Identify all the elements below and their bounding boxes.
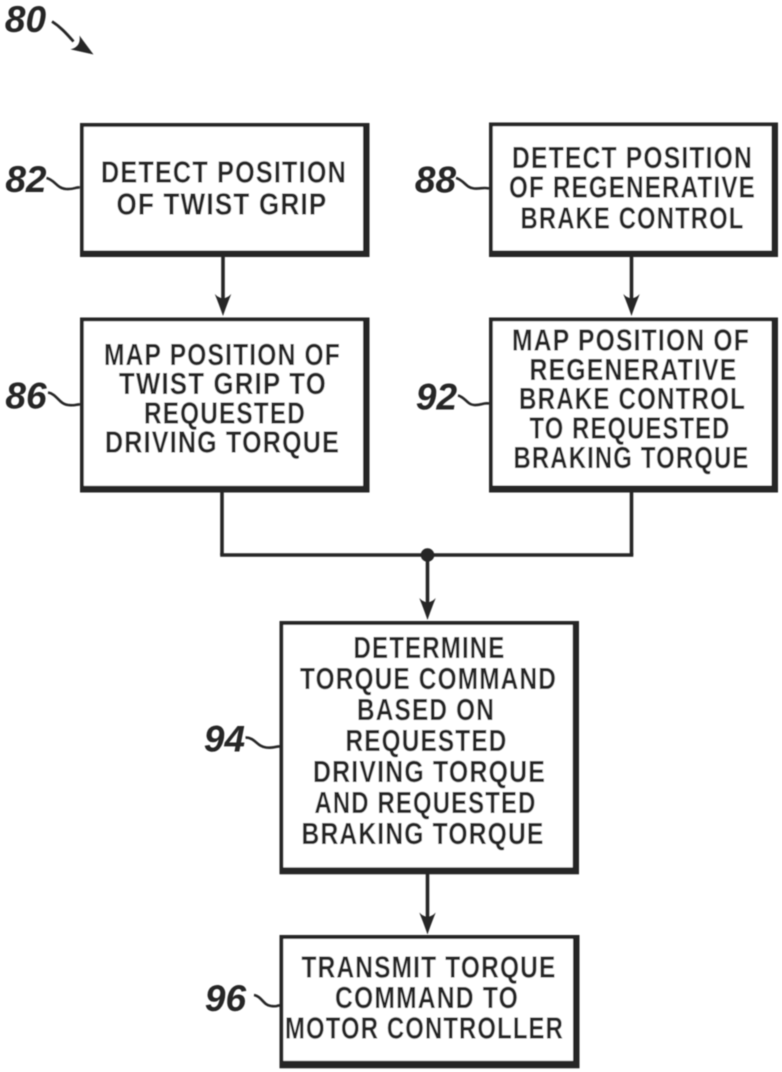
svg-text:DETECT POSITION: DETECT POSITION bbox=[101, 155, 347, 190]
svg-text:BRAKE CONTROL: BRAKE CONTROL bbox=[519, 381, 746, 416]
svg-text:DRIVING TORQUE: DRIVING TORQUE bbox=[105, 425, 340, 460]
svg-text:REGENERATIVE: REGENERATIVE bbox=[530, 352, 738, 387]
svg-text:OF REGENERATIVE: OF REGENERATIVE bbox=[509, 170, 756, 205]
svg-text:BRAKING TORQUE: BRAKING TORQUE bbox=[302, 816, 545, 851]
svg-text:92: 92 bbox=[416, 377, 458, 418]
svg-text:AND REQUESTED: AND REQUESTED bbox=[315, 785, 537, 820]
svg-text:REQUESTED: REQUESTED bbox=[346, 723, 508, 758]
svg-text:MOTOR CONTROLLER: MOTOR CONTROLLER bbox=[285, 1011, 564, 1046]
svg-text:DETERMINE: DETERMINE bbox=[354, 630, 506, 665]
svg-text:TRANSMIT TORQUE: TRANSMIT TORQUE bbox=[302, 950, 557, 985]
svg-text:TWIST GRIP TO: TWIST GRIP TO bbox=[119, 366, 327, 401]
svg-text:TO REQUESTED: TO REQUESTED bbox=[530, 411, 731, 446]
svg-text:COMMAND TO: COMMAND TO bbox=[335, 980, 519, 1015]
svg-text:BASED ON: BASED ON bbox=[357, 692, 495, 727]
svg-text:TORQUE COMMAND: TORQUE COMMAND bbox=[300, 661, 557, 696]
svg-text:96: 96 bbox=[205, 978, 247, 1019]
svg-text:REQUESTED: REQUESTED bbox=[144, 396, 306, 431]
svg-text:MAP POSITION OF: MAP POSITION OF bbox=[512, 323, 750, 358]
svg-text:BRAKE CONTROL: BRAKE CONTROL bbox=[521, 200, 745, 235]
svg-text:94: 94 bbox=[204, 719, 245, 760]
svg-text:86: 86 bbox=[5, 376, 47, 417]
svg-text:MAP POSITION OF: MAP POSITION OF bbox=[104, 337, 341, 372]
svg-text:80: 80 bbox=[5, 0, 47, 40]
svg-text:DETECT POSITION: DETECT POSITION bbox=[512, 140, 753, 175]
svg-text:82: 82 bbox=[5, 159, 47, 200]
svg-text:DRIVING TORQUE: DRIVING TORQUE bbox=[313, 754, 546, 789]
svg-text:BRAKING TORQUE: BRAKING TORQUE bbox=[514, 440, 750, 475]
svg-text:OF TWIST GRIP: OF TWIST GRIP bbox=[117, 187, 328, 222]
svg-text:88: 88 bbox=[415, 160, 457, 201]
